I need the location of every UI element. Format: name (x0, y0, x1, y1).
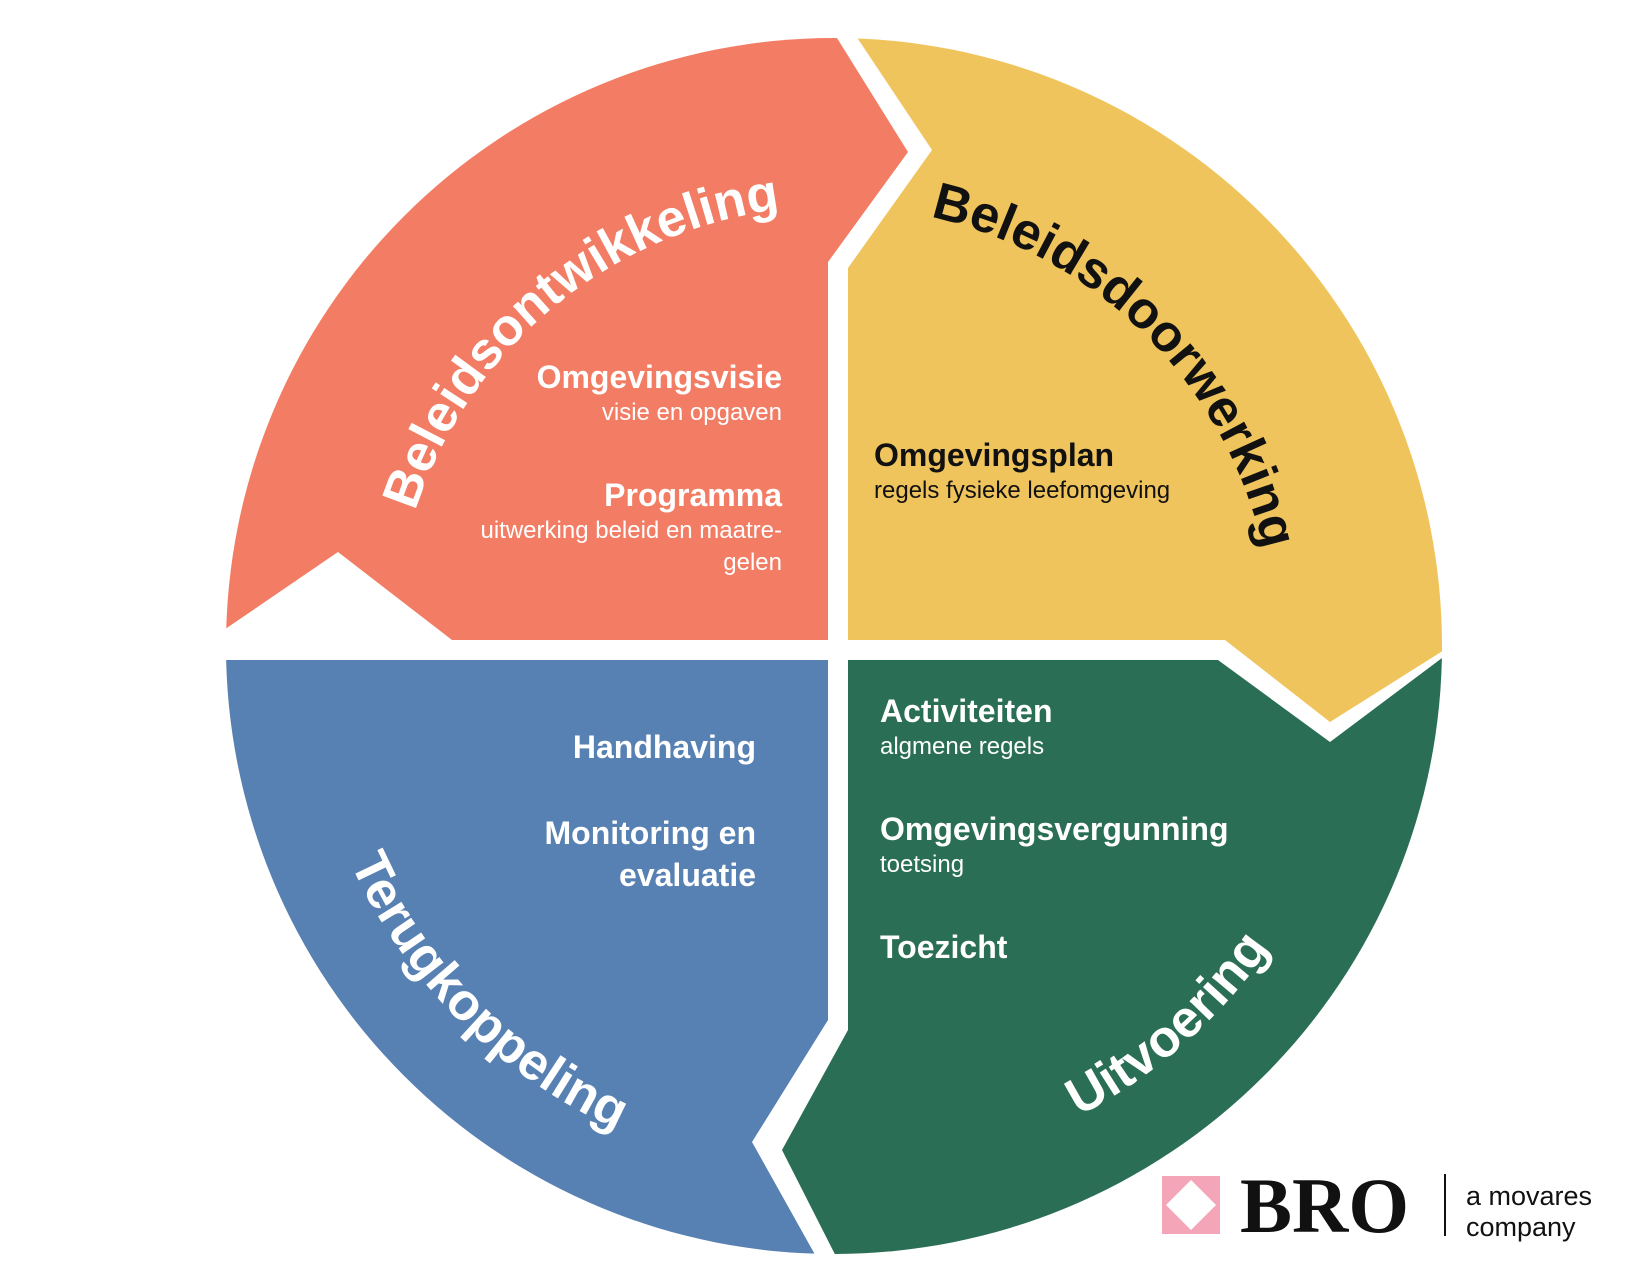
bro-logo: BRO a movares company (1162, 1162, 1592, 1249)
item-omgevingsvisie: Omgevingsvisie (537, 359, 782, 395)
item-handhaving: Handhaving (573, 729, 756, 765)
item-omgevingsvergunning: Omgevingsvergunning (880, 811, 1228, 847)
item-programma: Programma (604, 477, 782, 513)
item-toezicht: Toezicht (880, 929, 1008, 965)
item-omgevingsplan: Omgevingsplan (874, 437, 1114, 473)
logo-tagline-1: a movares (1466, 1181, 1592, 1211)
item-activiteiten: Activiteiten (880, 693, 1052, 729)
diamond-square-icon (1162, 1176, 1220, 1234)
item-omgevingsvergunning-sub: toetsing (880, 851, 964, 878)
item-monitoring: Monitoring en (544, 815, 756, 851)
item-evaluatie: evaluatie (619, 857, 756, 893)
item-programma-sub-1: uitwerking beleid en maatre- (481, 517, 783, 544)
item-omgevingsplan-sub: regels fysieke leefomgeving (874, 477, 1170, 504)
item-omgevingsvisie-sub: visie en opgaven (602, 399, 782, 426)
logo-tagline-2: company (1466, 1212, 1576, 1242)
item-activiteiten-sub: algmene regels (880, 733, 1044, 760)
segment-beleidsontwikkeling (226, 38, 908, 660)
logo-divider (1444, 1174, 1446, 1236)
item-programma-sub-2: gelen (723, 549, 782, 576)
segment-beleidsdoorwerking (848, 38, 1442, 722)
logo-wordmark: BRO (1240, 1162, 1409, 1249)
